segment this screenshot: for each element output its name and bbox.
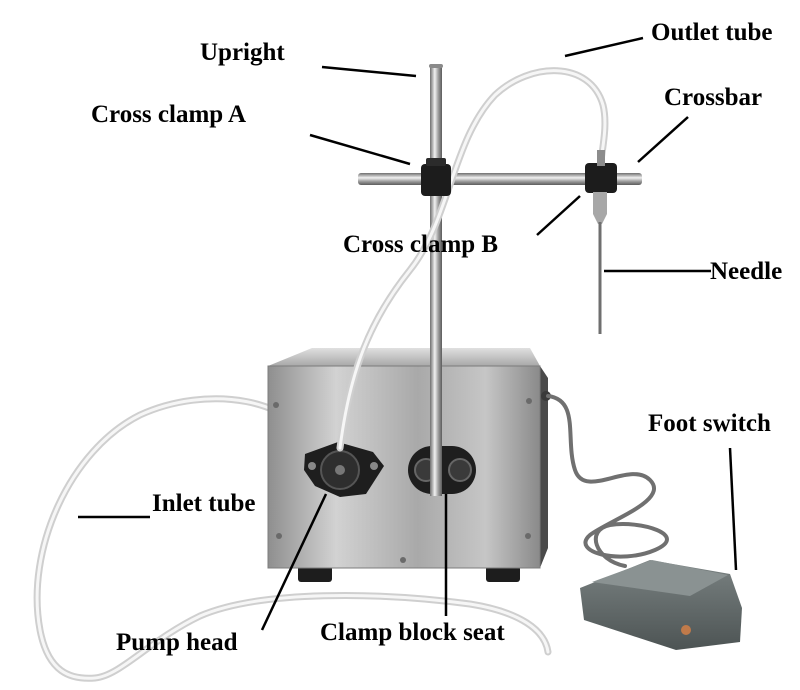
pump-housing-side [540,366,548,568]
pump-housing-top [268,348,540,366]
outlet-tube-leader [564,36,644,58]
label-outlet-tube: Outlet tube [651,19,773,46]
cross-clamp-b-leader [536,195,581,236]
crossbar-leader [637,116,689,163]
label-foot-switch: Foot switch [648,410,771,437]
label-clamp-block-seat: Clamp block seat [320,619,505,646]
cross-clamp-a [421,164,451,196]
needle-holder [593,192,607,214]
foot-switch-leader [728,447,738,571]
label-pump-head: Pump head [116,629,238,656]
cross-clamp-a-leader [309,133,411,166]
label-crossbar: Crossbar [664,84,763,111]
cross-clamp-b [585,163,617,193]
pump-head-leader [260,493,328,631]
label-needle: Needle [710,258,783,285]
foot [486,566,520,582]
foot-switch-cable [546,394,669,568]
foot [298,566,332,582]
label-inlet-tube: Inlet tube [152,490,256,517]
label-cross-clamp-b: Cross clamp B [343,231,499,258]
label-upright: Upright [200,39,285,66]
label-cross-clamp-a: Cross clamp A [91,101,247,128]
upright-leader [321,65,417,78]
